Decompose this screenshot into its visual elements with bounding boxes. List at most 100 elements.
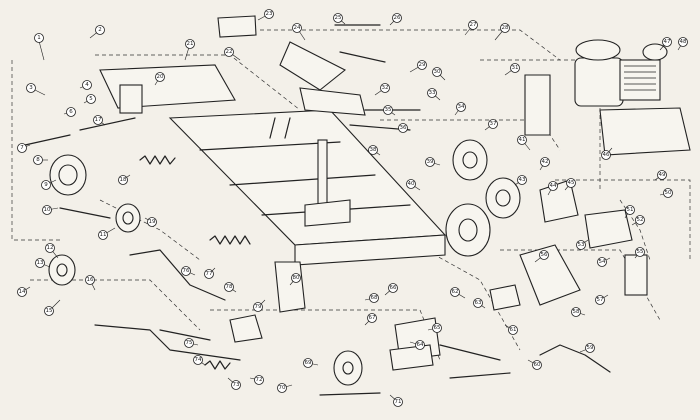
svg-text:19: 19 bbox=[149, 219, 156, 225]
svg-text:30: 30 bbox=[434, 69, 441, 75]
callout: 44 bbox=[547, 181, 558, 196]
callout: 7 bbox=[17, 143, 31, 153]
callout: 26 bbox=[389, 13, 402, 26]
callout: 60 bbox=[527, 359, 542, 370]
svg-text:25: 25 bbox=[335, 15, 342, 21]
svg-text:66: 66 bbox=[390, 285, 397, 291]
callout: 34 bbox=[454, 102, 466, 116]
svg-text:68: 68 bbox=[371, 295, 378, 301]
callout: 72 bbox=[249, 375, 264, 385]
svg-text:79: 79 bbox=[255, 304, 262, 310]
svg-text:27: 27 bbox=[470, 22, 477, 28]
svg-text:37: 37 bbox=[490, 121, 497, 127]
callout: 4 bbox=[79, 80, 92, 90]
svg-text:75: 75 bbox=[186, 340, 193, 346]
callout: 41 bbox=[517, 135, 531, 151]
lower-parts bbox=[229, 261, 441, 371]
callout: 14 bbox=[17, 286, 31, 297]
callout: 31 bbox=[504, 63, 520, 76]
callout: 51 bbox=[624, 205, 635, 219]
svg-text:42: 42 bbox=[542, 159, 549, 165]
svg-text:12: 12 bbox=[47, 245, 54, 251]
callout: 57 bbox=[595, 294, 609, 305]
svg-text:21: 21 bbox=[187, 41, 194, 47]
callout: 63 bbox=[473, 298, 486, 309]
callout: 2 bbox=[89, 25, 105, 39]
svg-text:13: 13 bbox=[37, 260, 44, 266]
callout: 39 bbox=[425, 157, 441, 167]
svg-text:45: 45 bbox=[568, 180, 575, 186]
callout: 64 bbox=[409, 340, 425, 350]
svg-text:33: 33 bbox=[429, 90, 436, 96]
callout: 22 bbox=[224, 47, 241, 61]
callout: 56 bbox=[534, 250, 549, 263]
motor-mount-plate bbox=[99, 64, 236, 114]
svg-text:43: 43 bbox=[519, 177, 526, 183]
svg-text:72: 72 bbox=[256, 377, 263, 383]
callout: 21 bbox=[184, 39, 195, 61]
callout: 47 bbox=[659, 37, 672, 51]
callout: 5 bbox=[83, 94, 96, 104]
callout: 59 bbox=[579, 343, 595, 353]
svg-text:76: 76 bbox=[183, 268, 190, 274]
callout: 58 bbox=[571, 307, 586, 317]
callout: 42 bbox=[539, 157, 550, 171]
callouts: 1 2 3 4 5 6 7 8 9 10 11 12 13 14 15 16 1… bbox=[17, 9, 688, 407]
callout: 24 bbox=[292, 23, 306, 41]
svg-text:17: 17 bbox=[95, 117, 102, 123]
callout: 74 bbox=[193, 355, 206, 366]
callout: 75 bbox=[184, 338, 199, 348]
svg-text:24: 24 bbox=[294, 25, 301, 31]
svg-text:10: 10 bbox=[44, 207, 51, 213]
svg-text:77: 77 bbox=[206, 271, 213, 277]
callout: 33 bbox=[427, 88, 441, 101]
svg-text:34: 34 bbox=[458, 104, 465, 110]
svg-text:57: 57 bbox=[597, 297, 604, 303]
springs bbox=[139, 155, 251, 370]
svg-text:8: 8 bbox=[36, 157, 40, 163]
callout: 20 bbox=[154, 72, 165, 86]
callout: 18 bbox=[118, 174, 131, 185]
callout: 27 bbox=[464, 20, 478, 36]
callout: 77 bbox=[204, 267, 216, 279]
callout: 16 bbox=[85, 275, 96, 291]
svg-text:49: 49 bbox=[659, 172, 666, 178]
svg-text:78: 78 bbox=[226, 284, 233, 290]
bent-rods bbox=[94, 249, 611, 373]
svg-text:70: 70 bbox=[279, 385, 286, 391]
svg-text:47: 47 bbox=[664, 39, 671, 45]
svg-text:23: 23 bbox=[266, 11, 273, 17]
engine bbox=[574, 39, 691, 156]
svg-text:50: 50 bbox=[665, 190, 672, 196]
svg-text:55: 55 bbox=[637, 249, 644, 255]
callout: 28 bbox=[494, 23, 510, 41]
svg-text:53: 53 bbox=[578, 242, 585, 248]
svg-text:40: 40 bbox=[408, 181, 415, 187]
svg-text:44: 44 bbox=[550, 183, 557, 189]
pulleys bbox=[48, 139, 521, 386]
svg-text:26: 26 bbox=[394, 15, 401, 21]
callout: 76 bbox=[181, 266, 196, 276]
svg-text:67: 67 bbox=[369, 315, 376, 321]
svg-text:31: 31 bbox=[512, 65, 519, 71]
svg-text:9: 9 bbox=[44, 182, 48, 188]
svg-text:11: 11 bbox=[100, 232, 107, 238]
callout: 6 bbox=[63, 107, 76, 117]
callout: 68 bbox=[364, 293, 379, 303]
callout: 11 bbox=[98, 227, 116, 240]
callout: 38 bbox=[368, 145, 381, 156]
svg-text:54: 54 bbox=[599, 259, 606, 265]
callout: 52 bbox=[631, 215, 645, 226]
svg-text:39: 39 bbox=[427, 159, 434, 165]
callout: 25 bbox=[333, 13, 346, 25]
svg-text:18: 18 bbox=[120, 177, 127, 183]
svg-text:65: 65 bbox=[434, 325, 441, 331]
callout: 48 bbox=[677, 37, 688, 51]
callout: 30 bbox=[432, 67, 446, 81]
svg-text:80: 80 bbox=[293, 275, 300, 281]
callout: 3 bbox=[26, 83, 46, 96]
callout: 10 bbox=[42, 205, 59, 215]
svg-text:38: 38 bbox=[370, 147, 377, 153]
svg-text:62: 62 bbox=[452, 289, 459, 295]
